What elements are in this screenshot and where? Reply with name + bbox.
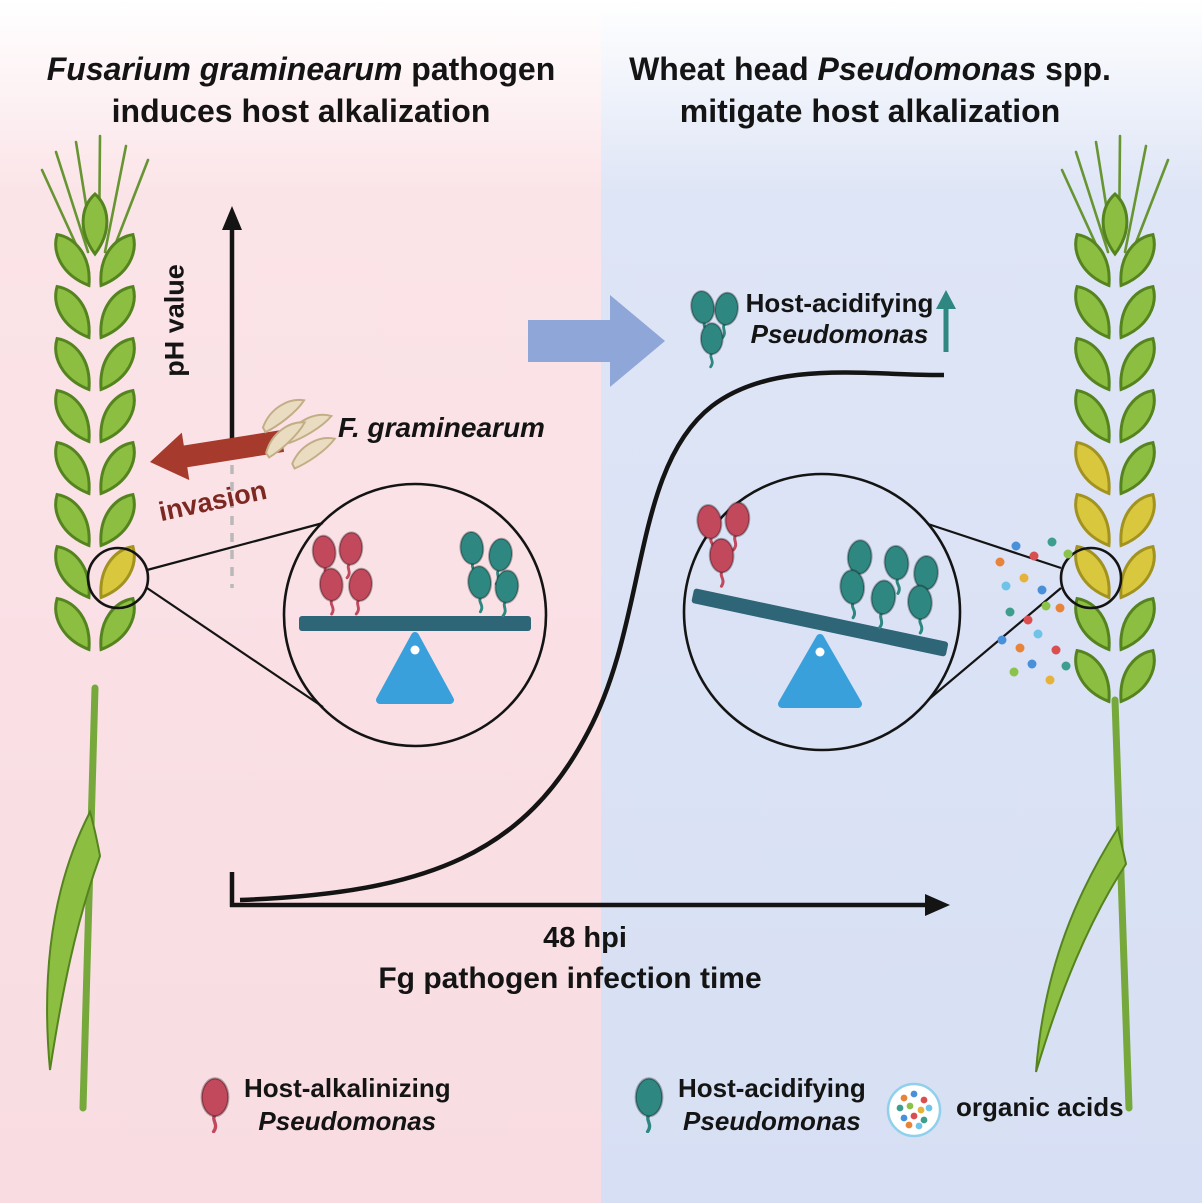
- leaf: [46, 809, 102, 1071]
- acidifying-bacteria-group: [837, 537, 941, 636]
- legend-alkalinizing-line2: Pseudomonas: [258, 1106, 437, 1136]
- wheat-plant-left: [40, 134, 150, 1112]
- magnifier-circle: [682, 472, 962, 752]
- title-left: Fusarium graminearum pathogen induces ho…: [8, 48, 594, 132]
- y-axis-arrowhead-icon: [222, 206, 242, 230]
- spikelet-zoom-circle: [86, 546, 150, 610]
- zoom-left-balanced: [86, 482, 548, 748]
- teal-bacterium-icon: [699, 321, 725, 369]
- x-axis-tick: 48 hpi: [543, 922, 627, 954]
- organic-acids-circle-icon: [886, 1082, 942, 1138]
- transition-arrow-icon: [528, 295, 665, 387]
- pivot-dot: [815, 647, 825, 657]
- acidifying-bacteria-group: [457, 529, 522, 619]
- ph-axis: [222, 206, 242, 907]
- infected-spikelet: [1065, 486, 1121, 554]
- title-right: Wheat head Pseudomonas spp. mitigate hos…: [614, 48, 1126, 132]
- legend-alkalinizing: Host-alkalinizing Pseudomonas: [198, 1072, 451, 1138]
- infected-spikelet: [1109, 538, 1165, 606]
- alkalinizing-bacteria-group: [309, 530, 375, 617]
- organic-acid-dots: [995, 537, 1073, 685]
- fulcrum-icon: [778, 634, 862, 708]
- acidifying-increase: [687, 288, 956, 369]
- teal-bacterium-icon: [634, 1077, 664, 1133]
- x-axis-label: Fg pathogen infection time: [378, 962, 762, 995]
- legend-acidifying-line2: Pseudomonas: [683, 1106, 861, 1136]
- ph-curve: [239, 370, 945, 903]
- infected-spikelet: [1065, 538, 1121, 606]
- stem: [1111, 696, 1133, 1112]
- wheat-head: [1065, 192, 1165, 710]
- spikelet-zoom-circle: [1059, 546, 1123, 610]
- stem: [79, 684, 99, 1112]
- title-right-line2: mitigate host alkalization: [679, 93, 1061, 129]
- organic-acids-label: organic acids: [956, 1092, 1124, 1122]
- acidifying-line2: Pseudomonas: [750, 319, 929, 349]
- balance-bar: [299, 616, 531, 631]
- organic-acids-icon: [884, 1080, 944, 1140]
- title-left-line2: induces host alkalization: [111, 93, 491, 129]
- acidifying-line1: Host-acidifying: [745, 288, 934, 318]
- red-bacterium-icon: [200, 1077, 230, 1133]
- infected-spikelet: [1065, 434, 1121, 502]
- increase-arrowhead-icon: [936, 290, 956, 309]
- balance-bar: [691, 588, 949, 657]
- title-right-line1: Wheat head Pseudomonas spp.: [629, 51, 1111, 87]
- wheat-plant-right: [1035, 134, 1170, 1112]
- invasion-arrow-icon: [150, 430, 285, 481]
- x-axis-arrowhead-icon: [925, 894, 950, 916]
- title-left-line1: Fusarium graminearum pathogen: [46, 51, 556, 87]
- pivot-dot: [410, 645, 420, 655]
- wheat-head: [45, 192, 145, 658]
- infected-spikelet: [89, 538, 145, 606]
- legend-acidifying-line1: Host-acidifying: [678, 1073, 866, 1103]
- zoom-right-tilted: [682, 472, 1123, 752]
- legend-acidifying: Host-acidifying Pseudomonas: [632, 1072, 866, 1138]
- y-axis-label: pH value: [159, 264, 190, 377]
- leaf: [1035, 825, 1128, 1073]
- infected-spikelet: [1109, 486, 1165, 554]
- time-axis: [230, 894, 950, 916]
- magnifier-circle: [282, 482, 548, 748]
- acidifying-increase-label: Host-acidifying Pseudomonas: [742, 288, 937, 350]
- legend-alkalinizing-line1: Host-alkalinizing: [244, 1073, 451, 1103]
- pathogen-label: F. graminearum: [338, 412, 545, 443]
- fulcrum-icon: [376, 632, 454, 704]
